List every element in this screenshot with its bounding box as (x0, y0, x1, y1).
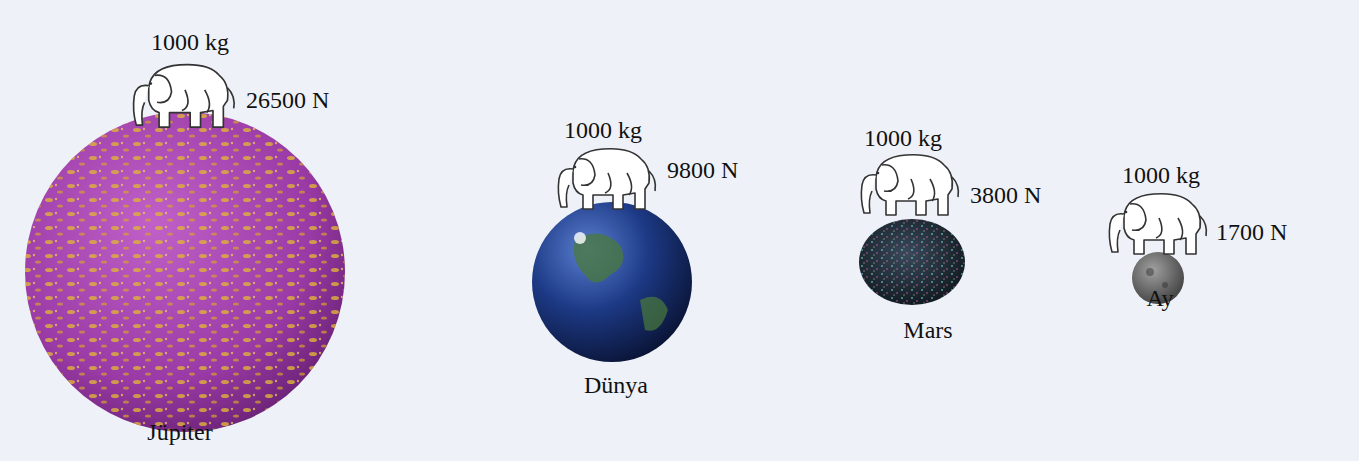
elephant (861, 155, 958, 215)
planet-name: Jüpiter (147, 419, 212, 445)
weight-label: 3800 N (970, 182, 1041, 208)
mass-label: 1000 kg (151, 29, 229, 55)
elephant (558, 149, 655, 209)
mass-label: 1000 kg (1122, 162, 1200, 188)
weight-label: 9800 N (667, 157, 738, 183)
mass-label: 1000 kg (864, 125, 942, 151)
jupiter-planet (25, 112, 345, 432)
weight-label: 26500 N (246, 87, 329, 113)
earth-planet (532, 202, 692, 362)
elephant (1109, 194, 1206, 254)
planet-name: Ay (1146, 285, 1173, 311)
elephant (134, 65, 235, 127)
planet-name: Dünya (584, 372, 648, 398)
mars-planet (859, 219, 965, 305)
planet-name: Mars (903, 317, 952, 343)
mass-label: 1000 kg (564, 117, 642, 143)
weight-label: 1700 N (1216, 219, 1287, 245)
